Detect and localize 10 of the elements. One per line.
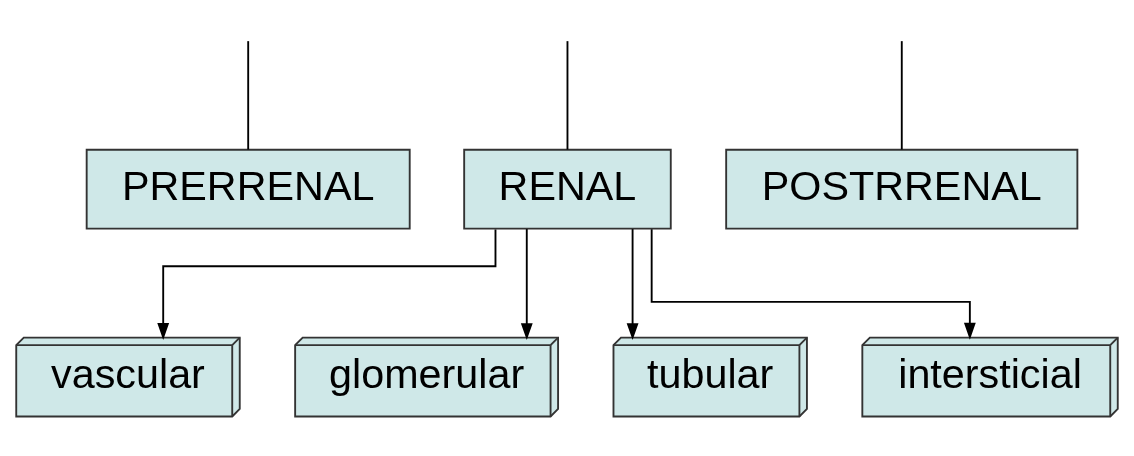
node-box: RENAL <box>463 148 672 230</box>
arrow <box>157 228 497 340</box>
arrow <box>520 228 533 341</box>
node-box: PRERRENAL <box>85 148 411 230</box>
arrow <box>650 228 976 340</box>
node-box: POSTRRENAL <box>725 148 1079 230</box>
connector <box>566 40 569 151</box>
arrow <box>626 228 639 341</box>
connector <box>900 40 903 151</box>
connector <box>247 40 250 151</box>
